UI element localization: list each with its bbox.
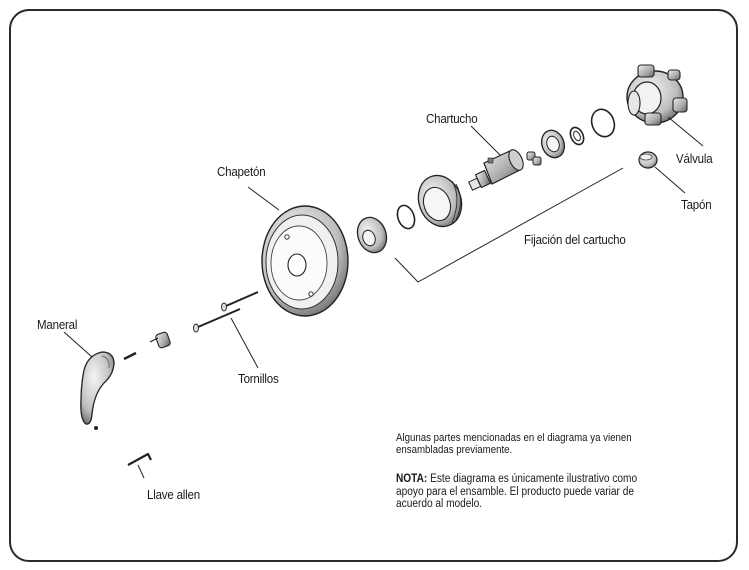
screws [193, 291, 259, 333]
assembly-note: Algunas partes mencionadas en el diagram… [396, 432, 713, 456]
o-ring-sleeve [396, 204, 416, 230]
leader-lines [63, 116, 704, 479]
label-tornillos: Tornillos [238, 372, 279, 386]
cartridge [468, 149, 524, 191]
label-valvula: Válvula [676, 152, 713, 166]
label-maneral: Maneral [37, 318, 78, 332]
o-ring-valve [590, 108, 616, 138]
oval-washer [569, 126, 585, 146]
set-screw [123, 351, 137, 361]
nota-label: NOTA: [396, 473, 428, 485]
note-line-2: ensambladas previamente. [396, 444, 513, 456]
note-line-1: Algunas partes mencionadas en el diagram… [396, 432, 632, 444]
label-llave-allen: Llave allen [147, 488, 200, 502]
nota-line-2: apoyo para el ensamble. El producto pued… [396, 485, 634, 498]
nota-line-3: acuerdo al modelo. [396, 498, 483, 510]
allen-key [127, 452, 152, 466]
seats-springs [526, 151, 542, 166]
label-chartucho: Chartucho [426, 112, 478, 126]
label-tapon: Tapón [681, 198, 712, 212]
valve-body [626, 64, 688, 126]
label-fijacion: Fijación del cartucho [524, 233, 626, 247]
handle-adapter [149, 331, 171, 349]
nota-text-1: Este diagrama es únicamente ilustrativo … [427, 473, 638, 485]
plug-cap [638, 151, 658, 169]
nota-block: NOTA: Este diagrama es únicamente ilustr… [396, 473, 713, 511]
handle-lever [80, 351, 115, 430]
nota-line-1: NOTA: Este diagrama es únicamente ilustr… [396, 473, 713, 486]
retaining-nut [540, 129, 566, 159]
bushing [356, 216, 388, 254]
escutcheon [261, 205, 349, 317]
label-chapeton: Chapetón [217, 165, 266, 179]
cartridge-sleeve [417, 174, 463, 228]
diagram-frame [9, 9, 738, 562]
